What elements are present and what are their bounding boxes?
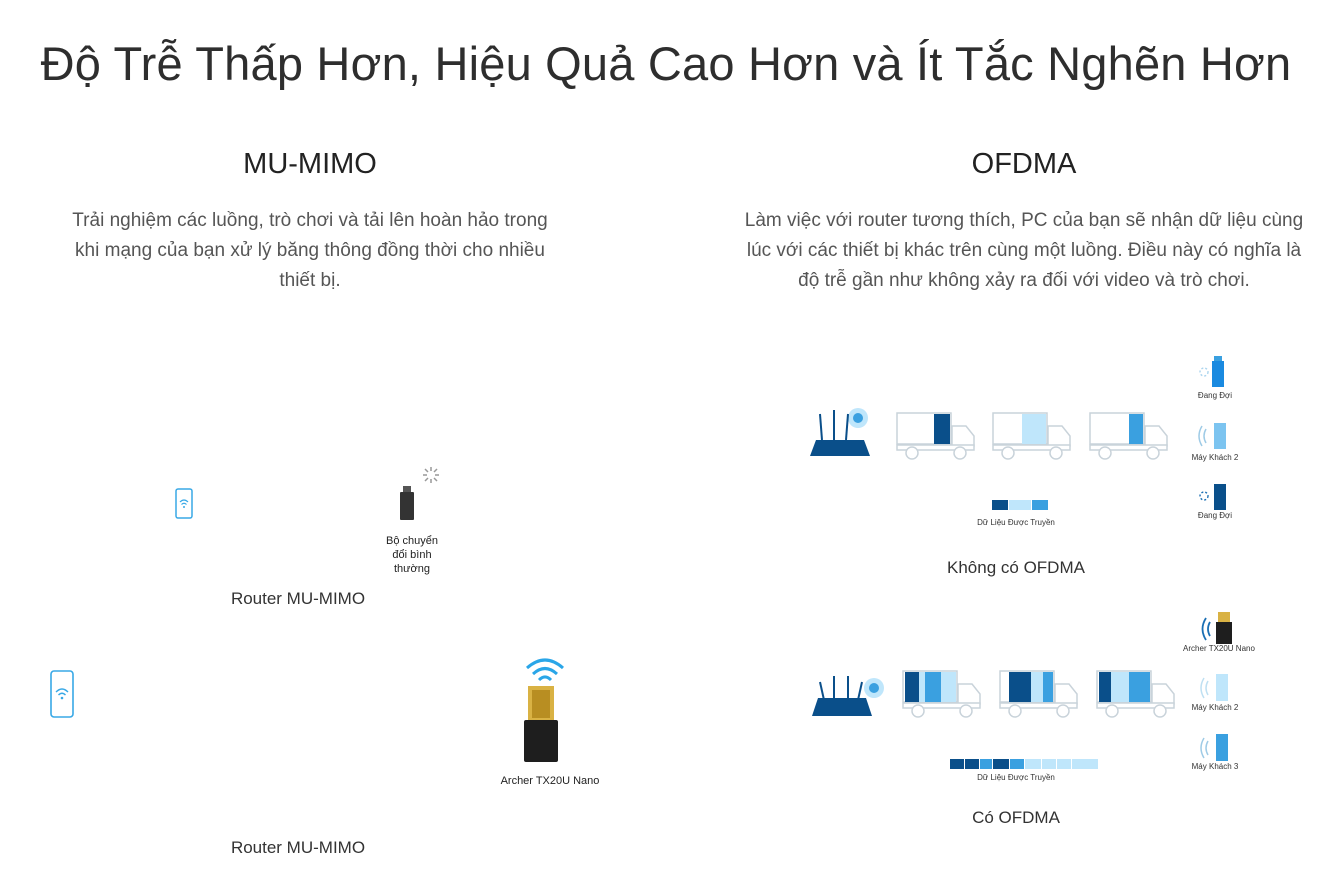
with-ofdma-caption: Có OFDMA (972, 808, 1060, 827)
mumimo-title: MU-MIMO (243, 148, 377, 180)
client-device-icon (1199, 484, 1226, 510)
client-2-label: Máy Khách 2 (1191, 703, 1239, 712)
waiting-label: Đang Đợi (1197, 391, 1233, 400)
data-transferred-label: Dữ Liệu Được Truyền (977, 518, 1055, 527)
usb-adapter-icon (400, 486, 414, 520)
phone-icon (175, 488, 193, 519)
archer-nano-adapter-icon (1201, 612, 1232, 644)
truck-icon (902, 670, 981, 718)
ofdma-description: Làm việc với router tương thích, PC của … (744, 210, 1304, 291)
truck-icon (999, 670, 1078, 718)
router-icon (810, 408, 870, 456)
archer-nano-adapter-icon (524, 686, 558, 762)
truck-icon (1096, 670, 1175, 718)
client-2-label: Máy Khách 2 (1191, 453, 1239, 462)
top-router-label: Router MU-MIMO (230, 589, 366, 608)
router-icon (812, 676, 884, 716)
ofdma-title: OFDMA (971, 148, 1077, 180)
data-transferred-label: Dữ Liệu Được Truyền (977, 773, 1055, 782)
phone-icon (50, 670, 74, 718)
data-bar (992, 500, 1048, 510)
truck-icon (896, 412, 975, 460)
data-bar (950, 759, 1098, 769)
waiting-label: Đang Đợi (1197, 511, 1233, 520)
mumimo-description: Trải nghiệm các luồng, trò chơi và tải l… (72, 210, 548, 291)
archer-nano-client-label: Archer TX20U Nano (1183, 644, 1255, 653)
normal-adapter-label: Bộ chuyển đổi bình thường (386, 535, 438, 575)
client-device-icon (1200, 674, 1228, 701)
bottom-router-label: Router MU-MIMO (230, 838, 366, 857)
client-3-label: Máy Khách 3 (1191, 762, 1239, 771)
client-device-icon (1200, 734, 1228, 761)
loading-spinner-icon (423, 467, 439, 483)
without-ofdma-caption: Không có OFDMA (947, 558, 1085, 577)
truck-icon (992, 412, 1071, 460)
wifi-icon (526, 658, 564, 682)
client-device-icon (1198, 423, 1226, 449)
client-device-icon (1199, 356, 1224, 387)
archer-nano-label: Archer TX20U Nano (500, 775, 600, 787)
truck-icon (1089, 412, 1168, 460)
page-title: Độ Trễ Thấp Hơn, Hiệu Quả Cao Hơn và Ít … (40, 37, 1292, 90)
